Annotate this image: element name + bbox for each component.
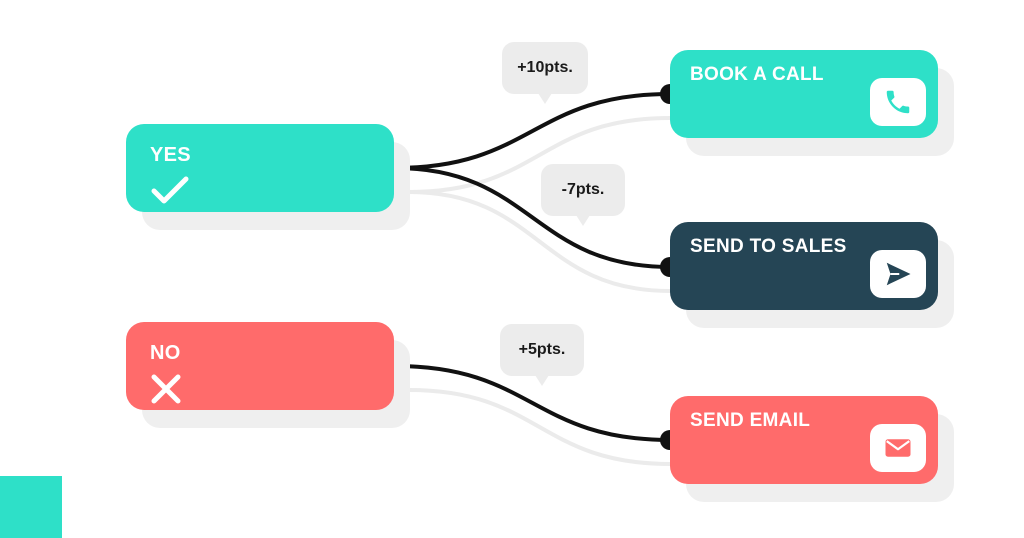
points-bubble-send-email: +5pts. bbox=[500, 324, 584, 386]
send-sales-label: SEND TO SALES bbox=[690, 236, 847, 257]
connector-line-0 bbox=[394, 92, 671, 170]
yes-node[interactable]: YES bbox=[126, 124, 394, 212]
mail-icon bbox=[870, 424, 926, 472]
phone-icon bbox=[870, 78, 926, 126]
connector-line-2 bbox=[394, 364, 671, 442]
connector-shadow-0 bbox=[408, 116, 671, 194]
connector-line-1 bbox=[394, 166, 671, 269]
points-bubble-book-call: +10pts. bbox=[502, 42, 588, 104]
no-label: NO bbox=[150, 342, 181, 364]
book-call-label: BOOK A CALL bbox=[690, 64, 824, 85]
send-sales-node[interactable]: SEND TO SALES bbox=[670, 222, 938, 310]
send-email-node[interactable]: SEND EMAIL bbox=[670, 396, 938, 484]
x-icon bbox=[150, 374, 190, 404]
yes-label: YES bbox=[150, 144, 191, 166]
points-bubble-send-sales: -7pts. bbox=[541, 164, 625, 226]
connector-shadow-1 bbox=[408, 190, 671, 293]
connector-shadow-2 bbox=[408, 388, 671, 466]
send-icon bbox=[870, 250, 926, 298]
corner-accent-block bbox=[0, 476, 62, 538]
check-icon bbox=[150, 176, 190, 206]
book-call-node[interactable]: BOOK A CALL bbox=[670, 50, 938, 138]
no-node[interactable]: NO bbox=[126, 322, 394, 410]
send-email-label: SEND EMAIL bbox=[690, 410, 811, 431]
